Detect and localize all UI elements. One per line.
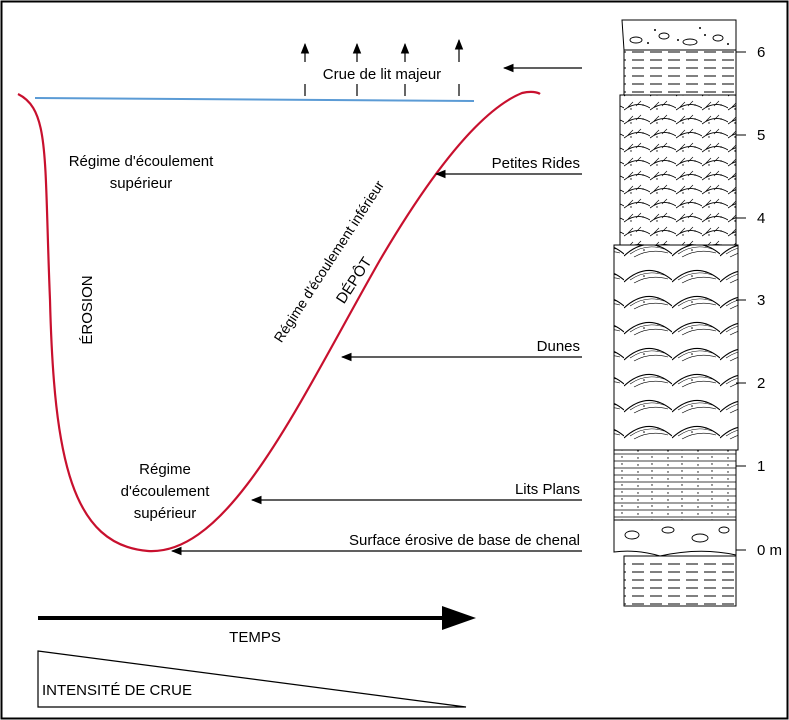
scale-tick-2: 2 <box>757 375 765 392</box>
flood-label-bg <box>303 62 461 84</box>
upper-regime-bottom-line2: d'écoulement <box>121 483 211 500</box>
flow-regime-curve <box>17 90 541 553</box>
annotation-arrows <box>170 63 582 556</box>
stratigraphic-column <box>613 19 739 607</box>
channel-base-label: Surface érosive de base de chenal <box>349 532 580 549</box>
scale-tick-1: 1 <box>757 458 765 475</box>
dunes-label: Dunes <box>537 338 580 355</box>
small-ripples-label: Petites Rides <box>492 155 580 172</box>
scale-tick-3: 3 <box>757 292 765 309</box>
flood-intensity-wedge <box>37 650 467 708</box>
scale-tick-0: 0 m <box>757 542 782 559</box>
water-surface-line <box>34 97 475 102</box>
scale-tick-4: 4 <box>757 210 765 227</box>
flood-stage-label: Crue de lit majeur <box>323 66 441 83</box>
erosion-label: ÉROSION <box>79 275 96 344</box>
upper-regime-bottom-line1: Régime <box>139 461 191 478</box>
flood-intensity-label: INTENSITÉ DE CRUE <box>42 682 192 699</box>
time-arrow-head <box>442 606 476 630</box>
scale-ticks <box>736 51 746 551</box>
plane-beds-label: Lits Plans <box>515 481 580 498</box>
upper-regime-bottom-line3: supérieur <box>134 505 197 522</box>
upper-regime-top-line1: Régime d'écoulement <box>69 153 214 170</box>
upper-regime-top-line2: supérieur <box>110 175 173 192</box>
scale-tick-6: 6 <box>757 44 765 61</box>
time-label: TEMPS <box>229 629 281 646</box>
scale-tick-5: 5 <box>757 127 765 144</box>
